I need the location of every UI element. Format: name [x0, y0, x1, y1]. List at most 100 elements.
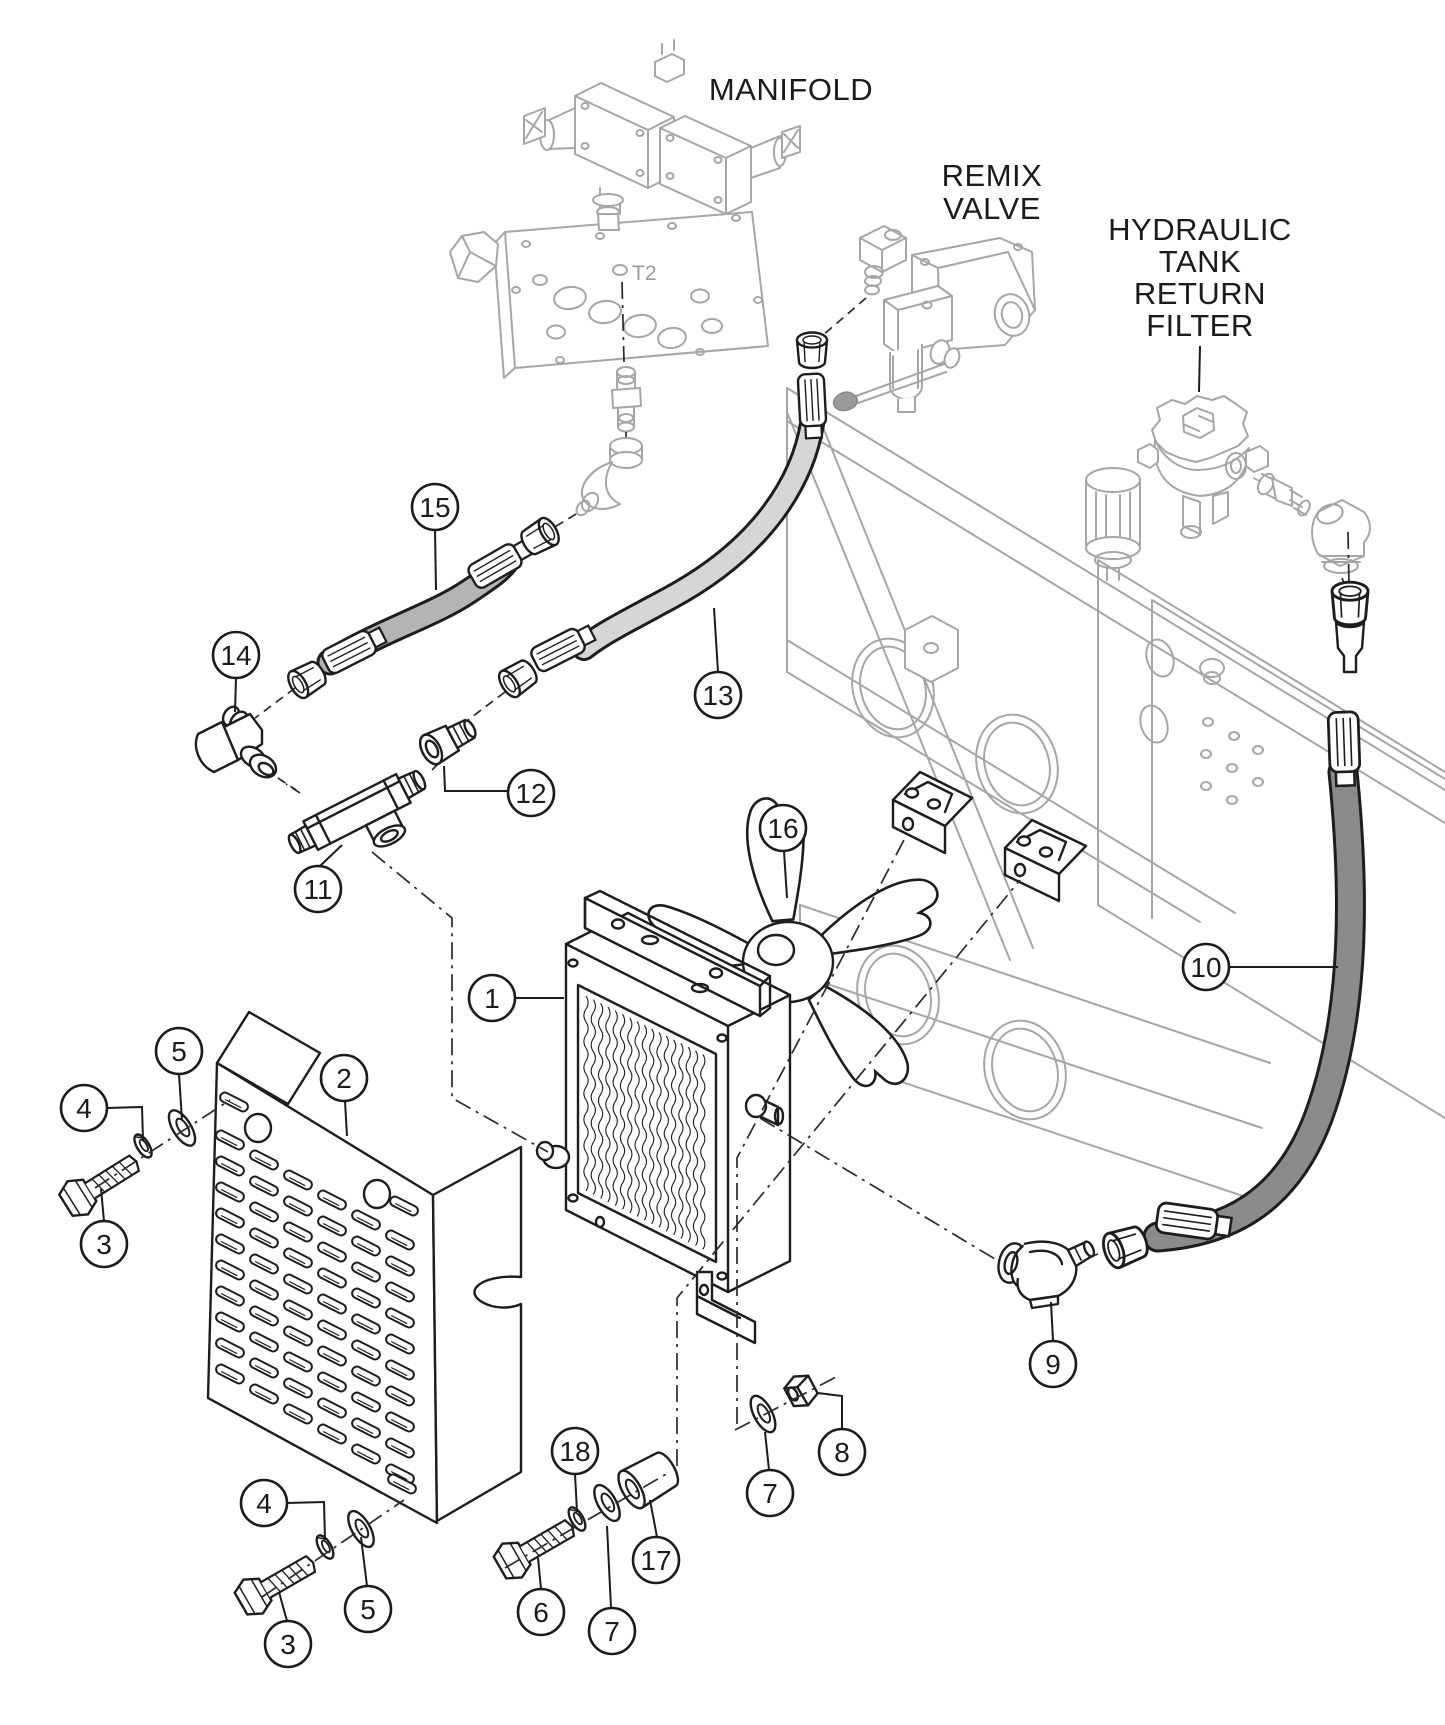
callout-circle	[817, 1427, 867, 1477]
bolt-3b	[230, 1543, 324, 1622]
callout-circle	[343, 1584, 393, 1634]
guard-slot	[385, 1255, 415, 1277]
callout-6: 6	[516, 1557, 566, 1637]
callout-number: 3	[96, 1229, 112, 1260]
guard-louver-slots	[215, 1091, 419, 1495]
guard-slot	[387, 1473, 417, 1495]
callout-leader	[574, 1473, 578, 1513]
callout-circle	[263, 1619, 313, 1669]
callout-circle	[79, 1219, 129, 1269]
callout-10: 10	[1181, 942, 1338, 992]
frame-bracket-top	[904, 615, 959, 683]
callout-number: 12	[515, 778, 546, 809]
callout-leader	[764, 1431, 770, 1471]
callout-9: 9	[1028, 1301, 1078, 1389]
guard-slot	[385, 1437, 415, 1459]
filter-elbow-fitting	[1311, 499, 1371, 574]
filter-label-line2: TANK	[1159, 244, 1241, 279]
hydraulic-tank-return-filter-assembly	[1085, 395, 1371, 593]
callout-leader	[783, 850, 788, 899]
guard-slot	[215, 1259, 245, 1281]
callout-13: 13	[693, 607, 743, 720]
guard-slot	[215, 1155, 245, 1177]
filter-adapter-fitting	[1256, 472, 1311, 517]
callout-leader	[1050, 1301, 1054, 1342]
hose-10	[1084, 580, 1370, 1272]
callout-number: 3	[280, 1629, 296, 1660]
callout-leader	[443, 765, 509, 792]
bolt-6	[489, 1507, 583, 1586]
callout-circle	[758, 803, 808, 853]
callout-number: 8	[834, 1437, 850, 1468]
callout-leader	[278, 1591, 288, 1622]
callout-number: 7	[762, 1478, 778, 1509]
callout-leader	[713, 607, 719, 673]
callout-7: 7	[587, 1525, 637, 1656]
callout-leader	[178, 1073, 183, 1121]
remix-valve-label-line2: VALVE	[943, 191, 1041, 226]
elbow-fitting-14	[194, 705, 297, 791]
guard-slot	[351, 1261, 381, 1283]
callout-circle	[506, 768, 556, 818]
callout-1: 1	[467, 973, 564, 1023]
filter-head	[1137, 395, 1269, 539]
manifold-label: MANIFOLD	[709, 72, 873, 107]
tee-fitting-11	[287, 769, 427, 855]
guard-slot	[249, 1227, 279, 1249]
callout-circle	[59, 1083, 109, 1133]
mounting-bracket-right	[1003, 818, 1088, 903]
guard-slot	[215, 1311, 245, 1333]
hose-15	[254, 513, 564, 719]
hose-13	[459, 331, 829, 727]
callout-number: 10	[1190, 952, 1221, 983]
callout-circle	[1181, 942, 1231, 992]
guard-slot	[249, 1201, 279, 1223]
callout-leader	[817, 1392, 843, 1429]
guard-slot	[215, 1285, 245, 1307]
callout-number: 17	[640, 1545, 671, 1576]
panel-rivets	[1200, 717, 1264, 805]
callout-4: 4	[239, 1478, 326, 1541]
guard-slot	[351, 1443, 381, 1465]
guard-slot	[317, 1371, 347, 1393]
callout-leader	[344, 1100, 348, 1137]
guard-slot	[215, 1207, 245, 1229]
guard-slot	[215, 1233, 245, 1255]
guard-slot	[249, 1331, 279, 1353]
port-t2-label: T2	[632, 262, 657, 285]
guard-slot	[385, 1385, 415, 1407]
cooler-right-port	[744, 1093, 785, 1127]
guard-slot	[351, 1391, 381, 1413]
guard-round-hole	[243, 1112, 273, 1144]
oil-cooler	[535, 889, 792, 1345]
callout-11: 11	[293, 844, 343, 914]
remix-valve-assembly	[821, 225, 1036, 413]
spacer-17	[612, 1446, 685, 1514]
mounting-bracket-left	[891, 770, 974, 855]
manifold-outlet-fittings	[552, 281, 643, 529]
cooler-core	[583, 995, 706, 1250]
guard-slot	[351, 1209, 381, 1231]
guard-slot	[317, 1267, 347, 1289]
callout-16: 16	[758, 803, 808, 899]
callout-leader	[234, 677, 237, 713]
manifold-hex-plug	[449, 231, 499, 283]
guard-slot	[215, 1181, 245, 1203]
callout-5: 5	[343, 1536, 393, 1634]
manifold-valve-2	[659, 115, 801, 215]
callout-leader	[319, 844, 343, 867]
cooler-lower-hole	[594, 1215, 606, 1229]
callout-circle	[693, 670, 743, 720]
callout-circle	[631, 1535, 681, 1585]
callout-14: 14	[211, 630, 261, 713]
callout-number: 5	[360, 1594, 376, 1625]
remix-elbow-fitting	[859, 225, 907, 296]
cooler-guard	[206, 1010, 523, 1525]
callout-leader	[360, 1536, 368, 1587]
callout-circle	[211, 630, 261, 680]
callout-4: 4	[59, 1083, 144, 1141]
filter-label-line4: FILTER	[1146, 308, 1254, 343]
callout-circle	[239, 1478, 289, 1528]
